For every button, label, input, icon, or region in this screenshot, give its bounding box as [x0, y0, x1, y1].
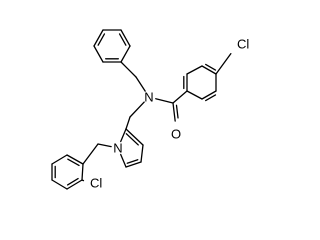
bond-s2-ClB [81, 179, 85, 182]
bond-Npy-ch2c [97, 143, 112, 148]
bond-Cc-r1 [172, 90, 188, 104]
bond-b6-b1-double [97, 33, 106, 46]
bond-r1-r2 [186, 90, 203, 100]
atom-label-pyrrole-nitrogen: N [113, 141, 122, 156]
bond-b4-ch2a [120, 61, 137, 78]
bond-s6-s1 [66, 154, 84, 165]
bond-r4-r5 [201, 65, 217, 75]
atom-label-chlorobenzoyl-chlorine: Cl [237, 37, 249, 52]
bond-b2-b3-double [118, 33, 127, 46]
bond-Cc-Oc-double [175, 104, 179, 119]
bond-s2-s3 [66, 179, 83, 190]
bond-c5-Npy [120, 153, 127, 168]
bond-r2-r3-double [205, 94, 217, 102]
bond-Nam-Cc [155, 98, 174, 104]
bond-c2-c3 [125, 128, 144, 146]
bond-r4-ClA [215, 53, 232, 75]
bond-b6-b1 [93, 29, 104, 47]
bond-s6-s1-double [67, 158, 80, 167]
bond-b2-b3 [120, 29, 131, 47]
bond-r4-r5-double [205, 63, 217, 71]
bond-ch2c-s1 [82, 143, 99, 165]
bond-s3-s4 [51, 179, 68, 190]
bond-Cc-Oc [172, 102, 176, 122]
bond-c3-c4 [140, 144, 144, 163]
atom-label-chlorobenzyl-chlorine: Cl [90, 176, 102, 191]
molecule-structure-diagram: N N O Cl Cl [51, 29, 249, 191]
bond-s1-s2 [81, 163, 84, 181]
bond-c4-c5-double [126, 159, 139, 164]
bond-Nam-ch2b [129, 101, 145, 118]
bond-c4-c5 [125, 161, 142, 168]
bond-b5-b6 [93, 45, 104, 63]
atom-label-amide-nitrogen: N [144, 90, 153, 105]
bond-b3-b4 [120, 45, 131, 63]
bond-r2-r3 [201, 90, 217, 100]
bond-ch2a-Nam [135, 76, 146, 92]
bond-r5-r6 [186, 65, 203, 75]
molecule-structure-canvas: N N O Cl Cl [51, 29, 249, 191]
atom-label-carbonyl-oxygen: O [171, 127, 181, 142]
bond-set [51, 29, 232, 190]
bond-ch2b-c2 [125, 116, 131, 130]
bond-c2-Npy [120, 128, 127, 143]
bond-c2-c3-double [125, 133, 139, 146]
bond-s2-s3-double [66, 177, 79, 186]
bond-s5-s6 [51, 154, 68, 165]
